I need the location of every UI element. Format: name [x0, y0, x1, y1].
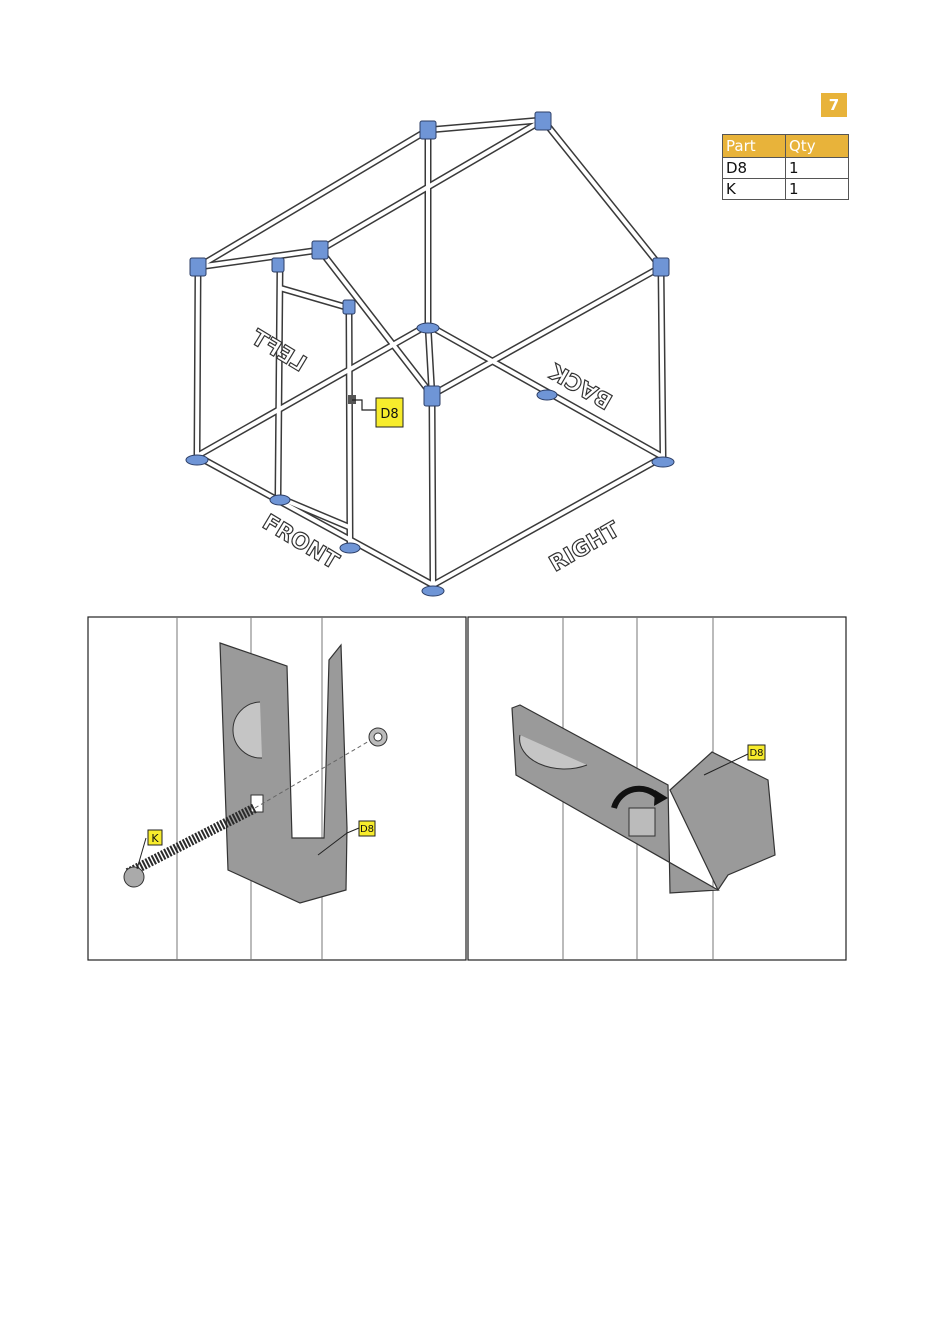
label-back: BACK [546, 358, 617, 414]
tent-frame-diagram: LEFT BACK FRONT RIGHT D8 [0, 0, 933, 610]
detail-right-panel: D8 [468, 617, 846, 960]
detail-panels: K D8 D8 [0, 610, 933, 970]
callout-d8-left-label: D8 [360, 824, 374, 835]
label-right: RIGHT [545, 517, 624, 577]
frame-label-back: BACK [546, 358, 617, 414]
callout-k-label: K [151, 832, 159, 845]
callout-d8-right-label: D8 [749, 748, 763, 759]
frame-label-right: RIGHT [545, 517, 624, 577]
main-callout-d8: D8 [348, 395, 403, 427]
callout-main-label: D8 [380, 407, 398, 422]
detail-left-panel: K D8 [88, 617, 466, 960]
